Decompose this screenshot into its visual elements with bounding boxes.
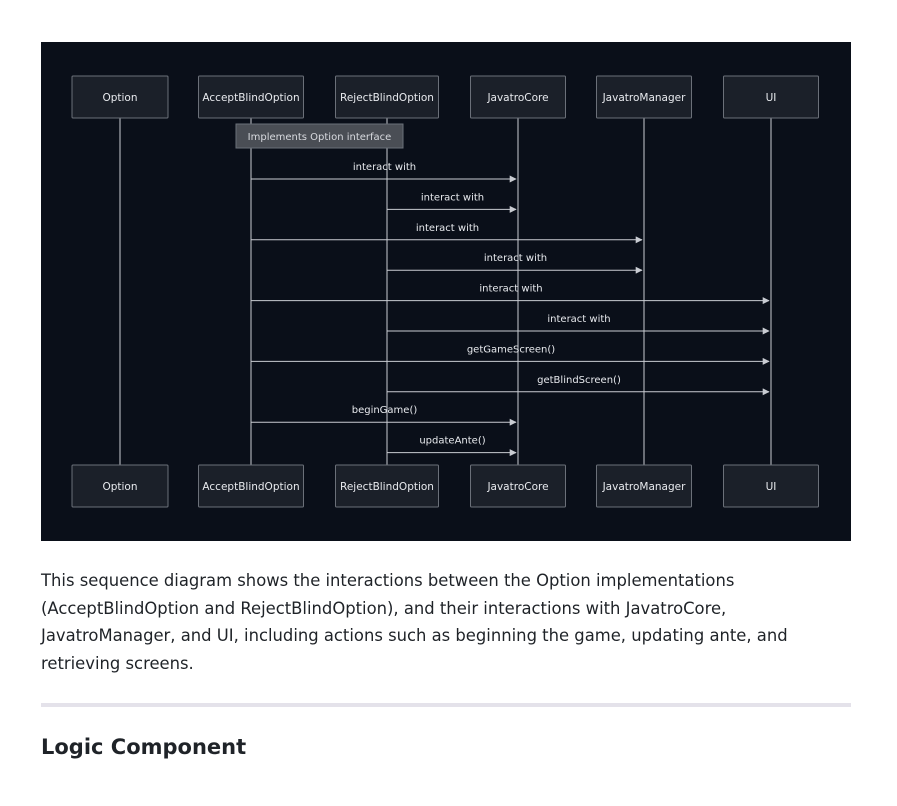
- participant-label: JavatroManager: [602, 92, 687, 104]
- message-10: updateAnte(): [387, 436, 517, 457]
- note-box: Implements Option interface: [235, 123, 404, 149]
- participant-top-ui: UI: [723, 75, 819, 119]
- message-label: interact with: [416, 223, 479, 234]
- participant-label: UI: [766, 92, 777, 104]
- participant-bottom-reject-blind-option: RejectBlindOption: [335, 464, 439, 508]
- participant-bottom-javatro-manager: JavatroManager: [596, 464, 692, 508]
- participant-label: Option: [102, 481, 137, 493]
- participant-label: RejectBlindOption: [340, 481, 434, 493]
- message-label: interact with: [479, 284, 542, 295]
- message-1: interact with: [251, 162, 517, 183]
- message-8: getBlindScreen(): [387, 375, 770, 396]
- participant-label: AcceptBlindOption: [202, 481, 299, 493]
- participant-top-option: Option: [71, 75, 169, 119]
- participant-label: JavatroCore: [486, 92, 548, 104]
- message-label: updateAnte(): [419, 436, 485, 447]
- participant-label: RejectBlindOption: [340, 92, 434, 104]
- message-7: getGameScreen(): [251, 344, 770, 365]
- message-2: interact with: [387, 192, 517, 213]
- message-label: getGameScreen(): [467, 344, 555, 355]
- note-text: Implements Option interface: [248, 132, 392, 143]
- message-label: interact with: [484, 253, 547, 264]
- section-divider: [41, 703, 851, 707]
- message-label: interact with: [421, 192, 484, 203]
- message-label: interact with: [547, 314, 610, 325]
- message-label: interact with: [353, 162, 416, 173]
- diagram-description: This sequence diagram shows the interact…: [41, 571, 788, 673]
- participant-top-reject-blind-option: RejectBlindOption: [335, 75, 439, 119]
- participant-bottom-javatro-core: JavatroCore: [470, 464, 566, 508]
- message-6: interact with: [387, 314, 770, 335]
- message-label: getBlindScreen(): [537, 375, 621, 386]
- message-label: beginGame(): [352, 405, 418, 416]
- participant-top-javatro-manager: JavatroManager: [596, 75, 692, 119]
- participant-top-javatro-core: JavatroCore: [470, 75, 566, 119]
- message-3: interact with: [251, 223, 643, 244]
- participant-label: UI: [766, 481, 777, 493]
- participant-bottom-ui: UI: [723, 464, 819, 508]
- participant-label: JavatroCore: [486, 481, 548, 493]
- participant-label: AcceptBlindOption: [202, 92, 299, 104]
- participant-top-accept-blind-option: AcceptBlindOption: [198, 75, 304, 119]
- participant-label: JavatroManager: [602, 481, 687, 493]
- participant-bottom-option: Option: [71, 464, 169, 508]
- message-5: interact with: [251, 284, 770, 305]
- message-4: interact with: [387, 253, 643, 274]
- participant-label: Option: [102, 92, 137, 104]
- section-heading: Logic Component: [41, 735, 247, 759]
- participant-bottom-accept-blind-option: AcceptBlindOption: [198, 464, 304, 508]
- message-9: beginGame(): [251, 405, 517, 426]
